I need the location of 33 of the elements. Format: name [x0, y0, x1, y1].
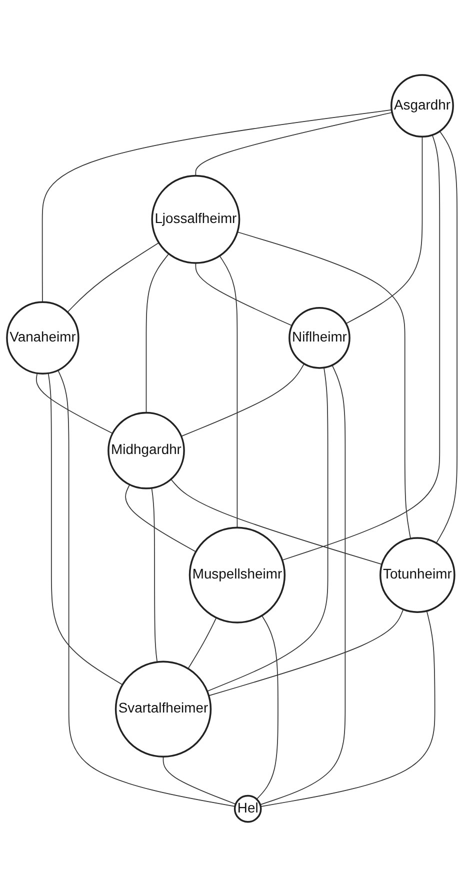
connector	[346, 136, 423, 324]
node-circle: Ljossalfheimr	[151, 174, 240, 264]
connector	[67, 242, 160, 312]
connector	[237, 231, 412, 539]
connector	[208, 608, 404, 696]
connector	[256, 614, 278, 800]
connector	[36, 372, 114, 434]
connector	[195, 262, 292, 326]
node-circle: Svartalfheimer	[114, 660, 212, 758]
connector	[58, 369, 236, 806]
node-circle: Vanaheimr	[6, 300, 80, 374]
node-circle: Totunheimr	[380, 536, 456, 613]
connector	[162, 756, 236, 804]
node-circle: Hel	[234, 794, 262, 822]
node-circle: Midhgardhr	[108, 412, 185, 489]
connector	[282, 134, 440, 560]
connector	[146, 252, 170, 413]
connector	[42, 109, 392, 302]
connector	[170, 478, 382, 564]
connector	[180, 362, 305, 436]
connector	[195, 112, 393, 176]
node-circle: Niflheimr	[288, 306, 350, 368]
connector	[48, 372, 123, 685]
connector	[151, 487, 158, 662]
connector	[219, 255, 238, 528]
connector	[188, 616, 217, 669]
connector	[260, 364, 346, 805]
connector	[206, 366, 328, 692]
connector	[125, 484, 196, 552]
connector	[260, 610, 436, 807]
node-circle: Muspellsheimr	[188, 526, 286, 623]
connector	[436, 130, 458, 544]
node-circle: Asgardhr	[390, 74, 454, 138]
